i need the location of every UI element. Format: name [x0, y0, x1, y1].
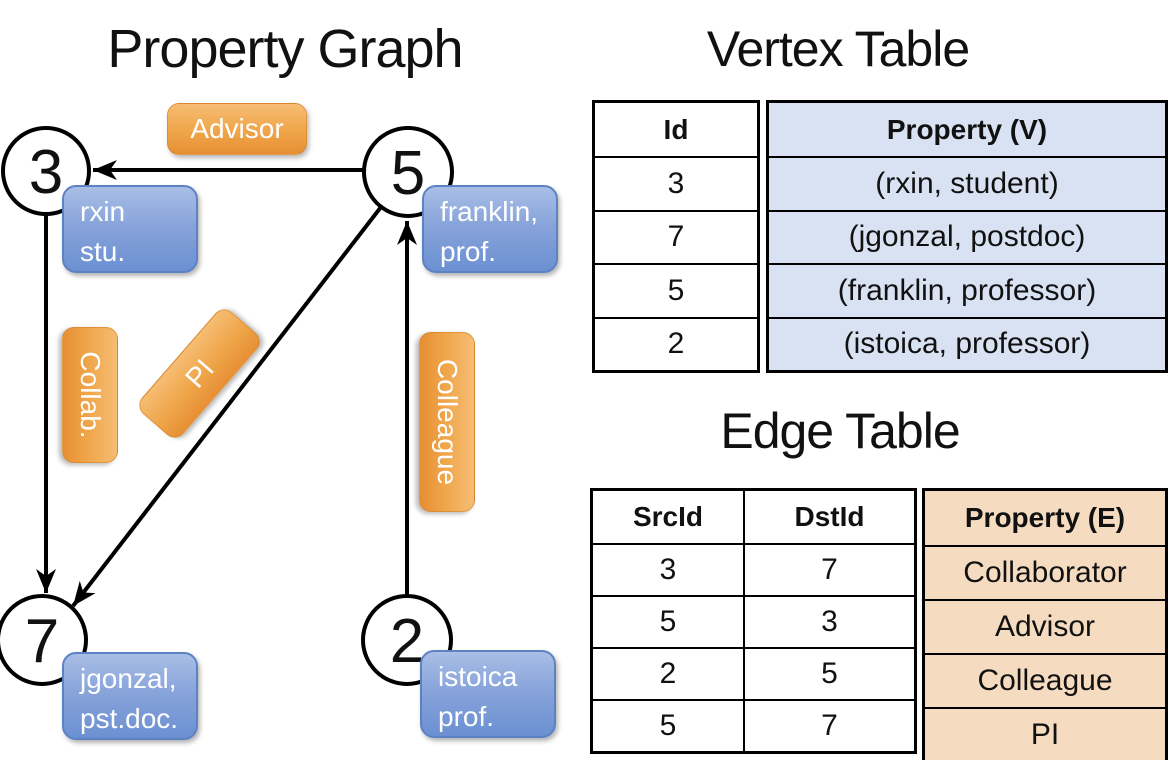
edge-table-header-srcid: SrcId [632, 501, 704, 532]
vertex-5-property-box: franklin, prof. [422, 185, 558, 273]
edge-table-id-columns: SrcId DstId 3 7 5 3 2 5 5 7 [590, 488, 917, 754]
vertex-table-cell: (jgonzal, postdoc) [769, 209, 1165, 264]
vertex-table-title: Vertex Table [706, 21, 970, 77]
edge-table-cell: 5 [593, 699, 743, 751]
edge-table-cell: 2 [593, 647, 743, 699]
vertex-2-property-line1: istoica [438, 661, 518, 692]
edge-label-colleague: Colleague [419, 332, 475, 512]
node-5-id: 5 [390, 139, 426, 208]
vertex-table-header-id: Id [663, 113, 689, 145]
vertex-3-property-line1: rxin [80, 196, 126, 227]
vertex-3-property-line2: stu. [80, 236, 126, 267]
edge-table-title: Edge Table [720, 403, 960, 459]
vertex-2-property-line2: prof. [438, 701, 495, 732]
edge-table-header-property: Property (E) [925, 491, 1165, 545]
vertex-table-cell: (istoica, professor) [769, 316, 1165, 370]
edge-table-cell: Advisor [925, 599, 1165, 653]
edge-table-cell: 3 [593, 543, 743, 595]
edge-table-cell: Collaborator [925, 545, 1165, 599]
node-2-id: 2 [389, 607, 425, 676]
edge-table-cell: Colleague [925, 653, 1165, 707]
vertex-table-id-column: Id 3 7 5 2 [592, 100, 760, 373]
edge-table-cell: 7 [743, 543, 914, 595]
vertex-table-cell: 3 [595, 156, 757, 209]
edge-table-cell: 5 [593, 595, 743, 647]
vertex-table-header-property: Property (V) [769, 103, 1165, 157]
node-3-id: 3 [28, 138, 64, 207]
edge-table-property-column: Property (E) Collaborator Advisor Collea… [922, 488, 1168, 760]
vertex-2-property-box: istoica prof. [420, 650, 556, 738]
vertex-table-cell: (franklin, professor) [769, 263, 1165, 317]
vertex-table-cell: 7 [595, 209, 757, 263]
vertex-7-property-box: jgonzal, pst.doc. [62, 652, 198, 740]
edge-label-advisor: Advisor [167, 103, 307, 155]
vertex-3-property-box: rxin stu. [62, 185, 198, 273]
vertex-table-property-column: Property (V) (rxin, student) (jgonzal, p… [766, 100, 1168, 373]
vertex-5-property-line1: franklin, [440, 196, 539, 227]
edge-table-cell: 3 [743, 595, 914, 647]
graph-canvas [0, 126, 454, 686]
vertex-table-cell: 5 [595, 263, 757, 316]
edge-table-cell: 5 [743, 647, 914, 699]
node-7-id: 7 [24, 607, 60, 676]
vertex-table-cell: 2 [595, 316, 757, 370]
edge-label-collab: Collab. [62, 327, 118, 463]
edge-table-header-dstid: DstId [743, 491, 914, 543]
property-graph-title: Property Graph [107, 19, 463, 79]
vertex-7-property-line2: pst.doc. [80, 703, 179, 734]
edge-5-to-7-pi [71, 205, 383, 608]
vertex-5-property-line2: prof. [440, 236, 497, 267]
vertex-table-cell: (rxin, student) [769, 156, 1165, 210]
edge-table-cell: 7 [743, 699, 914, 751]
edge-table-cell: PI [925, 707, 1165, 760]
vertex-7-property-line1: jgonzal, [80, 663, 177, 694]
